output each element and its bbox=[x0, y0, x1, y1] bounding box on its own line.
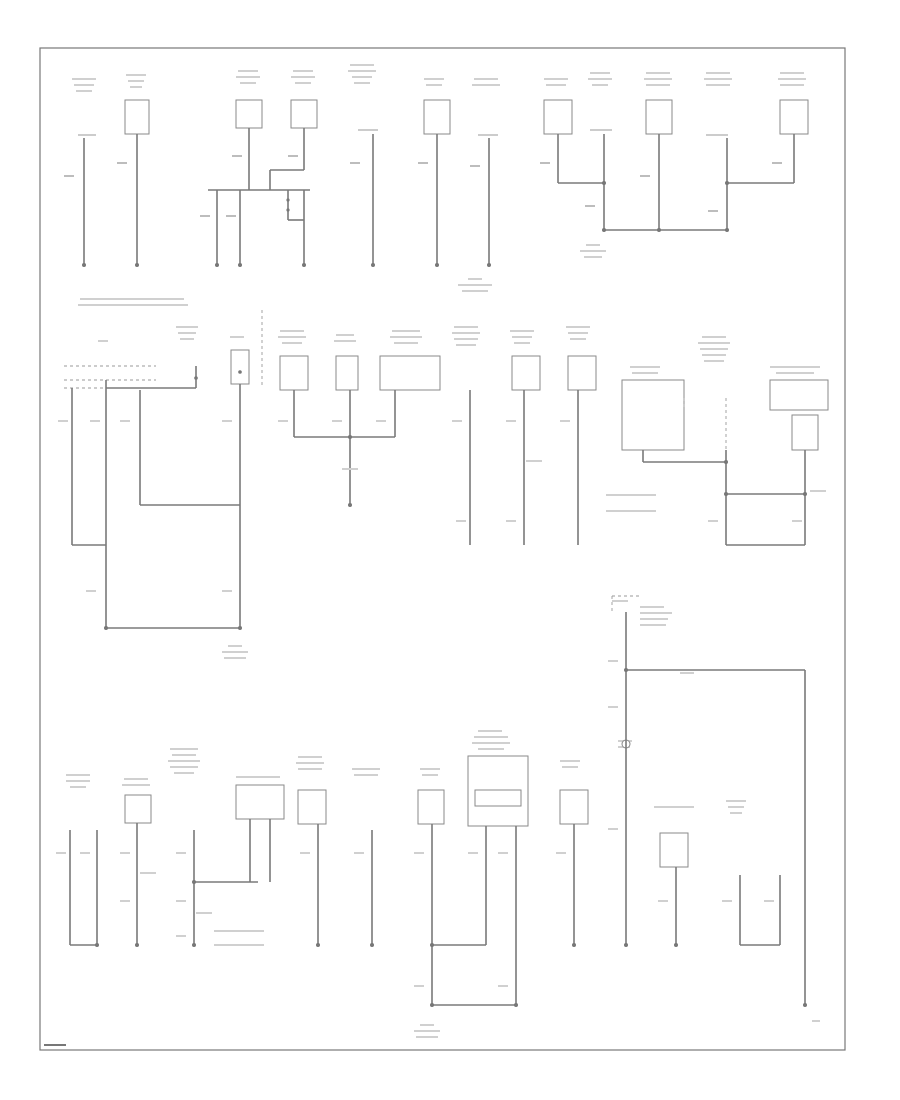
middle-section bbox=[58, 298, 829, 659]
component-box bbox=[124, 99, 150, 135]
component-box bbox=[124, 794, 152, 824]
upper-nodes bbox=[82, 181, 729, 267]
lower-section bbox=[56, 595, 820, 1038]
component-box bbox=[645, 99, 673, 135]
lower-wires bbox=[69, 612, 806, 1006]
component-box bbox=[791, 414, 819, 451]
upper-ground-label bbox=[458, 244, 606, 292]
component-box bbox=[335, 355, 359, 391]
upper-section bbox=[64, 64, 809, 292]
component-box bbox=[511, 355, 541, 391]
component-box bbox=[769, 379, 829, 411]
component-box bbox=[779, 99, 809, 135]
component-box bbox=[279, 355, 309, 391]
component-box bbox=[567, 355, 597, 391]
lower-ground-label bbox=[414, 1024, 440, 1038]
component-box bbox=[621, 379, 685, 451]
footer-code-mark bbox=[44, 1044, 66, 1046]
component-box bbox=[297, 789, 327, 825]
component-box bbox=[543, 99, 573, 135]
middle-nodes bbox=[104, 370, 807, 630]
component-box bbox=[230, 349, 250, 385]
upper-component-labels bbox=[72, 64, 806, 92]
component-box bbox=[559, 789, 589, 825]
component-box bbox=[290, 99, 318, 129]
component-box bbox=[379, 355, 441, 391]
component-box bbox=[235, 99, 263, 129]
component-box bbox=[417, 789, 445, 825]
diagram-frame bbox=[39, 47, 846, 1051]
lower-nodes bbox=[95, 668, 807, 1007]
middle-ground-label bbox=[222, 645, 248, 659]
component-box bbox=[659, 832, 689, 868]
component-box bbox=[423, 99, 451, 135]
middle-wires bbox=[71, 366, 806, 629]
component-box bbox=[235, 784, 285, 820]
upper-wires bbox=[83, 128, 795, 265]
component-box bbox=[474, 789, 522, 807]
